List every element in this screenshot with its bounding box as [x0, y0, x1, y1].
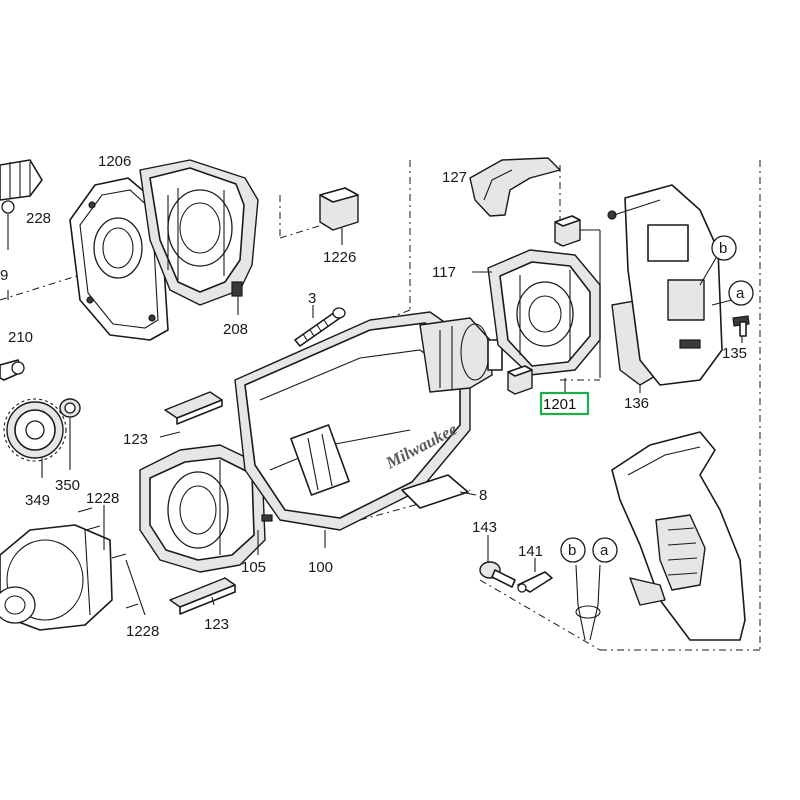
brush-holder-123-upper — [159, 391, 223, 438]
label-210: 210 — [8, 329, 33, 346]
brush-holder-assembly-117 — [472, 249, 601, 376]
gear-349 — [3, 398, 67, 478]
spindle-210 — [0, 290, 25, 381]
label-100: 100 — [308, 559, 333, 576]
pins-1228 — [77, 505, 146, 616]
fan-guard — [0, 524, 113, 631]
label-208: 208 — [223, 321, 248, 338]
callout-b-top — [699, 235, 737, 286]
label-a-top: a — [736, 285, 745, 302]
clamp-141 — [517, 558, 553, 593]
label-349: 349 — [25, 492, 50, 509]
ring-228 — [1, 200, 15, 250]
label-b-top: b — [719, 240, 727, 257]
chuck-partial — [0, 159, 43, 201]
label-3: 3 — [308, 290, 316, 307]
handle-part-127 — [469, 157, 561, 217]
label-117: 117 — [432, 264, 456, 281]
power-cord-wires — [560, 537, 618, 641]
label-1228-lower: 1228 — [126, 623, 159, 640]
handle-housing — [611, 431, 746, 641]
stator-105 — [139, 444, 273, 573]
label-9: 9 — [0, 267, 8, 284]
label-105: 105 — [241, 559, 266, 576]
label-127: 127 — [442, 169, 467, 186]
gear-housing-cover-1206 — [69, 177, 169, 341]
brush-holder-123-lower — [169, 577, 236, 615]
label-8: 8 — [479, 487, 487, 504]
label-sticker-8 — [401, 474, 477, 509]
label-123-upper: 123 — [123, 431, 148, 448]
motor-housing-100: Milwaukee — [234, 311, 471, 548]
label-1228-upper: 1228 — [86, 490, 119, 507]
bushing-350 — [59, 398, 81, 470]
label-136: 136 — [624, 395, 649, 412]
carbon-brush-1226 — [319, 187, 359, 245]
carbon-brushes-1201 — [507, 215, 601, 395]
screw-135 — [732, 315, 750, 343]
callout-a-top — [711, 280, 754, 306]
label-123-lower: 123 — [204, 616, 229, 633]
label-1206: 1206 — [98, 153, 131, 170]
label-141: 141 — [518, 543, 543, 560]
label-1201[interactable]: 1201 — [543, 396, 576, 413]
label-1226: 1226 — [323, 249, 356, 266]
screw-3 — [294, 305, 346, 347]
armature — [419, 317, 503, 393]
label-228: 228 — [26, 210, 51, 227]
label-135: 135 — [722, 345, 747, 362]
gear-housing-208 — [139, 159, 259, 315]
label-350: 350 — [55, 477, 80, 494]
label-b-bottom: b — [568, 542, 576, 559]
switch-136 — [607, 184, 723, 393]
label-a-bottom: a — [600, 542, 609, 559]
part-labels: 1206 228 9 210 208 1226 3 127 117 1201 1… — [0, 153, 747, 640]
highlight-box-1201[interactable] — [539, 391, 590, 416]
label-143: 143 — [472, 519, 497, 536]
screw-143 — [479, 535, 516, 588]
